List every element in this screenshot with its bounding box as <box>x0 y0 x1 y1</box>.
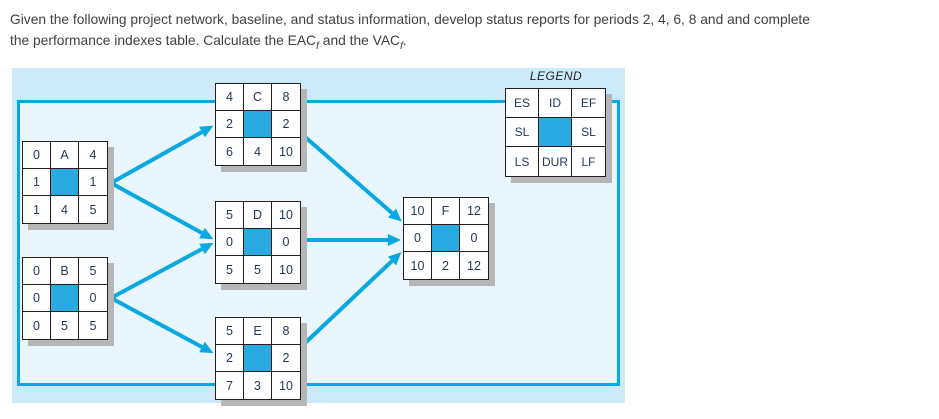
legend-cell-dur: DUR <box>539 147 572 176</box>
cell-es: 5 <box>216 318 244 345</box>
cell-es: 5 <box>216 202 244 229</box>
cell-sl-left: 0 <box>404 225 432 252</box>
cell-lf: 5 <box>89 202 97 217</box>
activity-node-a: 0 A 4 1 1 1 4 5 <box>22 141 108 224</box>
question-text: Given the following project network, bas… <box>10 9 935 57</box>
legend-cell-lf: LF <box>581 154 596 169</box>
question-line-2-part1: the performance indexes table. Calculate… <box>10 33 317 48</box>
cell-dur: 3 <box>244 372 272 399</box>
cell-id: B <box>51 258 79 285</box>
cell-sl-right: 2 <box>272 111 300 138</box>
cell-ls: 5 <box>216 256 244 283</box>
activity-node-f: 10 F 12 0 0 10 2 12 <box>403 197 489 280</box>
cell-sl-left: 0 <box>216 229 244 256</box>
cell-es: 0 <box>23 142 51 169</box>
legend-cell-ls: LS <box>506 147 539 176</box>
cell-es: 4 <box>216 84 244 111</box>
cell-ls: 0 <box>23 312 51 339</box>
cell-sl-right: 0 <box>79 285 107 312</box>
cell-ls: 10 <box>404 252 432 279</box>
cell-sl-right: 2 <box>272 345 300 372</box>
cell-center-swatch <box>244 229 272 256</box>
cell-id: A <box>51 142 79 169</box>
cell-sl-left: 0 <box>23 285 51 312</box>
legend-cell-sl-left: SL <box>506 118 539 147</box>
cell-id: C <box>244 84 272 111</box>
cell-ef: 8 <box>272 318 300 345</box>
cell-sl-left: 1 <box>23 169 51 196</box>
cell-id: E <box>244 318 272 345</box>
legend-cell-id: ID <box>539 89 572 118</box>
cell-center-swatch <box>244 111 272 138</box>
cell-dur: 2 <box>432 252 460 279</box>
cell-dur: 5 <box>244 256 272 283</box>
cell-ls: 6 <box>216 138 244 165</box>
cell-sl-right: 0 <box>272 229 300 256</box>
cell-ef: 12 <box>460 198 488 225</box>
cell-lf: 10 <box>279 262 293 277</box>
cell-dur: 5 <box>51 312 79 339</box>
cell-center-swatch <box>51 169 79 196</box>
eac-subscript: f <box>316 39 319 52</box>
cell-center-swatch <box>244 345 272 372</box>
activity-node-e: 5 E 8 2 2 7 3 10 <box>215 317 301 400</box>
cell-ef: 4 <box>79 142 107 169</box>
activity-node-d: 5 D 10 0 0 5 5 10 <box>215 201 301 284</box>
cell-es: 0 <box>23 258 51 285</box>
cell-lf: 10 <box>279 378 293 393</box>
cell-ef: 8 <box>272 84 300 111</box>
cell-lf: 10 <box>279 144 293 159</box>
cell-ef: 5 <box>79 258 107 285</box>
cell-lf: 5 <box>89 318 97 333</box>
legend-title: LEGEND <box>529 69 583 83</box>
legend-cell-ef: EF <box>572 89 605 118</box>
legend-cell-es: ES <box>506 89 539 118</box>
question-line-2-part3: . <box>402 33 407 48</box>
cell-sl-left: 2 <box>216 111 244 138</box>
cell-sl-right: 0 <box>460 225 488 252</box>
cell-es: 10 <box>404 198 432 225</box>
question-line-1: Given the following project network, bas… <box>10 12 810 27</box>
question-line-2: the performance indexes table. Calculate… <box>10 30 935 57</box>
cell-ef: 10 <box>272 202 300 229</box>
legend-box: ES ID EF SL SL LS DUR LF <box>505 88 606 177</box>
cell-ls: 7 <box>216 372 244 399</box>
legend-cell-sl-right: SL <box>572 118 605 147</box>
cell-dur: 4 <box>51 196 79 223</box>
activity-node-c: 4 C 8 2 2 6 4 10 <box>215 83 301 166</box>
cell-lf: 12 <box>467 258 481 273</box>
cell-dur: 4 <box>244 138 272 165</box>
cell-center-swatch <box>51 285 79 312</box>
cell-ls: 1 <box>23 196 51 223</box>
cell-id: F <box>432 198 460 225</box>
activity-node-b: 0 B 5 0 0 0 5 5 <box>22 257 108 340</box>
question-line-2-part2: and the VAC <box>318 33 400 48</box>
vac-subscript: f <box>399 39 403 52</box>
cell-sl-right: 1 <box>79 169 107 196</box>
legend-cell-center-swatch <box>539 118 572 147</box>
cell-id: D <box>244 202 272 229</box>
cell-center-swatch <box>432 225 460 252</box>
cell-sl-left: 2 <box>216 345 244 372</box>
